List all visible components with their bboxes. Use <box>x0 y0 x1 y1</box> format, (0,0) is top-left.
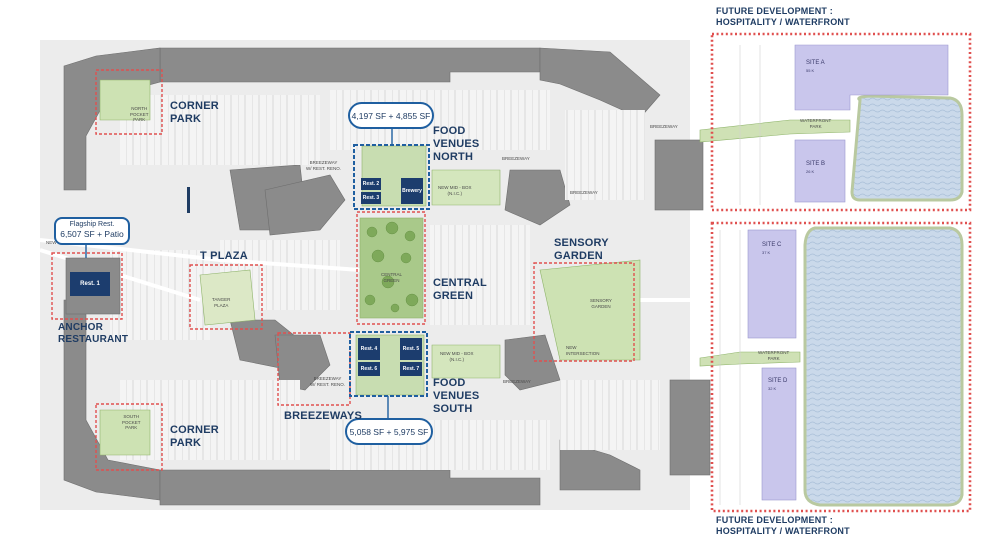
breezeway-label-d: BREEZEWAY <box>503 379 531 384</box>
new-mid-box-north-label: NEW MID - BOX (N.I.C.) <box>438 185 472 196</box>
sensory-garden-small-label: SENSORY GARDEN <box>590 298 612 309</box>
site-a-label: SITE A 55 K <box>806 60 825 74</box>
central-green-trees <box>364 221 419 313</box>
water-bodies <box>803 94 964 507</box>
breezeway-south-label: BREEZEWAY W/ REST. RENO. <box>310 376 346 387</box>
future-dev-boxes <box>710 32 972 513</box>
food-venues-south-label: FOOD VENUES SOUTH <box>433 377 480 415</box>
new-mid-box-south-label: NEW MID - BOX (N.I.C.) <box>440 351 474 362</box>
future-dev-bottom-label: FUTURE DEVELOPMENT : HOSPITALITY / WATER… <box>716 515 850 536</box>
new-left-label: NEW <box>46 240 57 245</box>
t-plaza-label: T PLAZA <box>200 250 248 262</box>
site-a-name: SITE A <box>806 60 825 66</box>
corner-park-south-label: CORNER PARK <box>170 424 219 449</box>
brewery: Brewery <box>401 178 423 204</box>
central-green-label: CENTRAL GREEN <box>433 277 487 302</box>
site-b-area: 26 K <box>806 169 815 174</box>
central-green-small-label: CENTRAL GREEN <box>381 272 403 283</box>
restaurant-5: Rest. 5 <box>400 338 422 360</box>
corner-park-north-label: CORNER PARK <box>170 100 219 125</box>
flagship-restaurant-callout: Flagship Rest. 6,507 SF + Patio <box>54 217 130 245</box>
breezeway-label-b: BREEZEWAY <box>570 190 598 195</box>
future-dev-top-label: FUTURE DEVELOPMENT : HOSPITALITY / WATER… <box>716 6 850 27</box>
waterfront-park-north-label: WATERFRONT PARK <box>800 118 832 129</box>
site-d-area: 32 K <box>768 386 777 391</box>
highlight-boxes <box>51 69 635 471</box>
flagship-line-2: 6,507 SF + Patio <box>60 229 124 239</box>
site-b-name: SITE B <box>806 161 826 167</box>
site-d-name: SITE D <box>768 378 788 384</box>
north-pocket-park-label: NORTH POCKET PARK <box>130 106 149 122</box>
site-a-area: 55 K <box>806 68 815 73</box>
new-intersection-label: NEW INTERSECTION <box>566 345 600 356</box>
food-south-area-callout: 5,058 SF + 5,975 SF <box>345 418 433 445</box>
restaurant-1: Rest. 1 <box>70 272 110 296</box>
marker-bar <box>187 187 190 213</box>
site-d-label: SITE D 32 K <box>768 378 787 392</box>
site-c-name: SITE C <box>762 242 782 248</box>
anchor-restaurant-label: ANCHOR RESTAURANT <box>58 322 129 345</box>
site-c-area: 37 K <box>762 250 771 255</box>
breezeways-label: BREEZEWAYS <box>284 410 363 422</box>
site-b-label: SITE B 26 K <box>806 161 825 175</box>
food-north-area-callout: 4,197 SF + 4,855 SF <box>348 102 434 129</box>
sensory-garden-label: SENSORY GARDEN <box>554 237 609 262</box>
restaurant-4: Rest. 4 <box>358 338 380 360</box>
site-c-label: SITE C 37 K <box>762 242 781 256</box>
restaurant-6: Rest. 6 <box>358 362 380 376</box>
restaurant-3: Rest. 3 <box>361 192 381 204</box>
breezeway-north-label: BREEZEWAY W/ REST. RENO. <box>306 160 342 171</box>
breezeway-label-c: BREEZEWAY <box>650 124 678 129</box>
breezeway-label-a: BREEZEWAY <box>502 156 530 161</box>
development-sites <box>747 44 949 501</box>
restaurant-2: Rest. 2 <box>361 178 381 190</box>
restaurant-7: Rest. 7 <box>400 362 422 376</box>
flagship-line-1: Flagship Rest. <box>69 221 115 228</box>
food-venues-north-label: FOOD VENUES NORTH <box>433 125 480 163</box>
south-pocket-park-label: SOUTH POCKET PARK <box>122 414 141 430</box>
waterfront-park-south-label: WATERFRONT PARK <box>758 350 790 361</box>
tanger-plaza-label: TANGER PLAZA <box>212 297 231 308</box>
